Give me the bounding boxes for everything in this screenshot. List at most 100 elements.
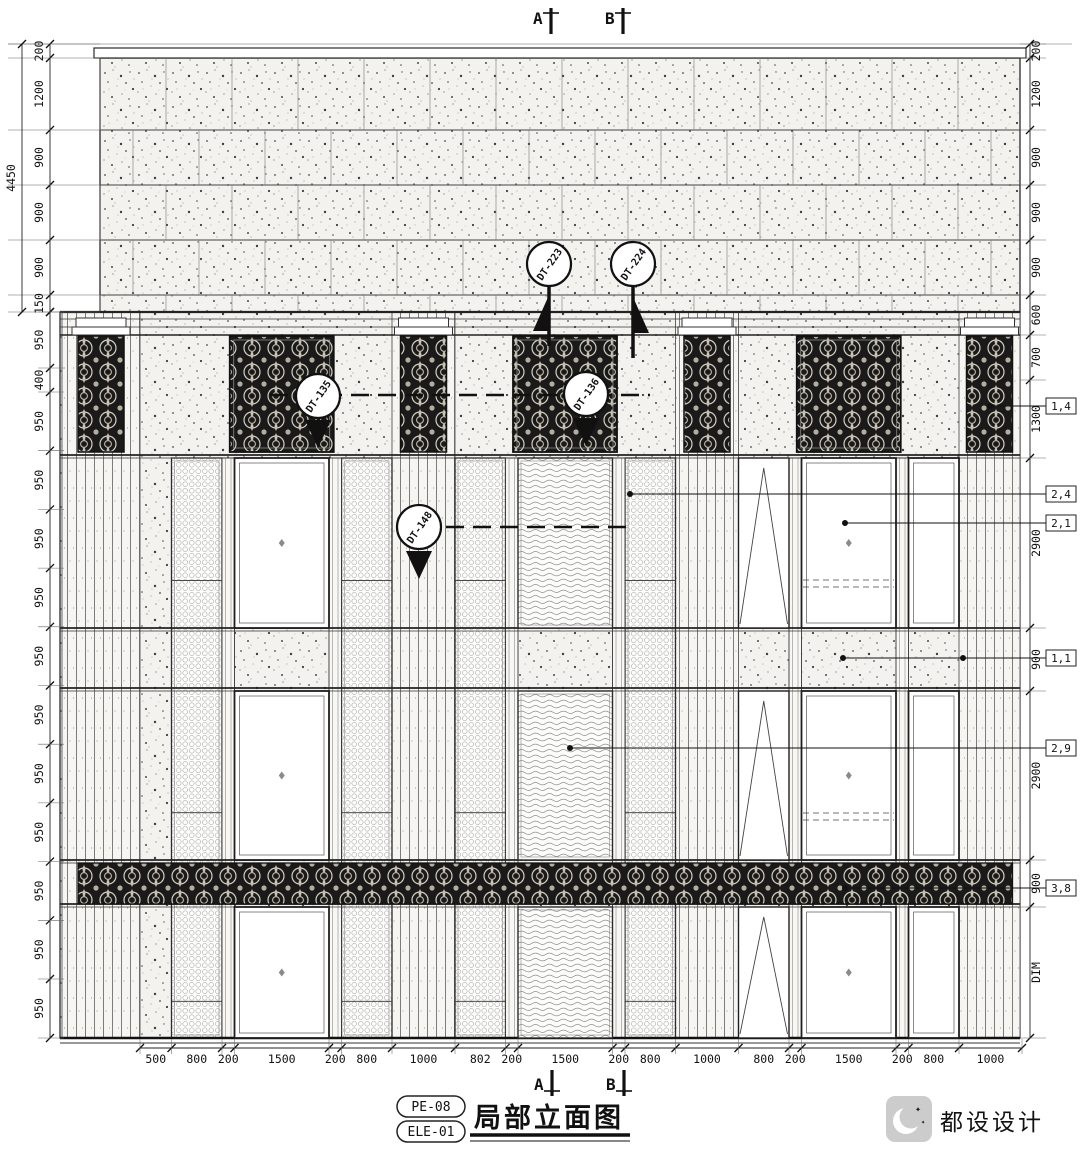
dim-label-left: 400: [32, 370, 46, 391]
dim-label-left: 950: [32, 704, 46, 725]
dim-label-bottom: 200: [325, 1052, 346, 1066]
detail-callout-dt135[interactable]: [294, 372, 342, 420]
leader-dot: [567, 745, 573, 751]
dim-label-right: 2900: [1029, 529, 1043, 557]
dim-label-left: 900: [32, 257, 46, 278]
detail-callout-dt223[interactable]: [525, 240, 573, 288]
keynote-tags: 1,4 2,4 2,1 1,1 2,9 3,8: [1045, 397, 1077, 897]
keynote-tag-label: 3,8: [1051, 882, 1071, 895]
detail-flag-arrow: [305, 420, 331, 448]
window-large-inner: [806, 695, 892, 856]
keynote-tag-box[interactable]: [1045, 485, 1077, 503]
drawing-code-top: PE-08: [411, 1100, 450, 1115]
fluted-panel-inner: [520, 460, 610, 626]
elevation-geometry: 200 1200 900 900 900 150 4450 950 400 950 950 950 95…: [4, 39, 1072, 1066]
keynote-tag[interactable]: 2,9: [1045, 739, 1077, 757]
dim-label-left: 950: [32, 411, 46, 432]
keynote-tag-box[interactable]: [1045, 397, 1077, 415]
dim-label-right: 2900: [1029, 762, 1043, 790]
window-narrow-inner: [913, 462, 955, 624]
dim-label-left: 900: [32, 202, 46, 223]
window-narrow: [907, 690, 960, 861]
glass-symbol: [278, 771, 285, 780]
dim-label-right: 900: [1029, 873, 1043, 894]
leader-dot: [960, 655, 966, 661]
capital-molding: [75, 317, 127, 328]
detail-callouts: DT-223 DT-224 DT-135 DT-136 DT-148: [270, 240, 657, 579]
hex-panel-inner: [174, 460, 220, 1036]
capital-molding: [71, 326, 131, 336]
dim-label-left: 950: [32, 998, 46, 1019]
leader-dot: [842, 520, 848, 526]
hex-panel-inner: [457, 460, 503, 1036]
dim-label-left: 950: [32, 330, 46, 351]
dim-label-right: 900: [1029, 649, 1043, 670]
leader-dot: [840, 655, 846, 661]
ornate-panel-narrow: [683, 335, 731, 453]
dim-label-left: 950: [32, 528, 46, 549]
casement-swing-line: [739, 700, 788, 857]
keynote-tag[interactable]: 2,1: [1045, 514, 1077, 532]
dim-label-bottom: 800: [640, 1052, 661, 1066]
capital-molding: [960, 326, 1019, 336]
keynote-tag-box[interactable]: [1045, 649, 1077, 667]
keynote-tag[interactable]: 3,8: [1045, 879, 1077, 897]
watermark: ✦ ✦ 都设设计: [886, 1096, 1041, 1142]
dim-label-right: 1200: [1029, 80, 1043, 108]
keynote-tag[interactable]: 2,4: [1045, 485, 1077, 503]
dim-label-bottom: 1000: [410, 1052, 438, 1066]
dim-label-left-total: 4450: [4, 164, 18, 192]
keynote-tag[interactable]: 1,4: [1045, 397, 1077, 415]
dim-label-left: 950: [32, 646, 46, 667]
detail-callout-dt136[interactable]: [562, 370, 610, 418]
hex-panel-strip: [340, 457, 393, 1039]
casement-window: [737, 457, 790, 629]
hex-panel-strip: [170, 457, 223, 1039]
keynote-tag-box[interactable]: [1045, 514, 1077, 532]
capital-molding: [681, 317, 733, 328]
glass-symbol: [845, 968, 852, 977]
capital-molding: [398, 317, 449, 328]
window-inner: [239, 911, 325, 1034]
dim-tick: [17, 39, 27, 49]
casement-swing-line: [739, 467, 788, 625]
fluted-panel: [517, 690, 614, 861]
section-marker-a-bottom: A: [534, 1075, 544, 1094]
dim-label-right: 700: [1029, 347, 1043, 368]
dim-label-bottom: 200: [785, 1052, 806, 1066]
hex-panel-strip: [454, 457, 507, 1039]
glass-symbol: [278, 968, 285, 977]
mullion-strip: [221, 457, 235, 1039]
dim-label-bottom: 200: [608, 1052, 629, 1066]
window-narrow: [907, 906, 960, 1039]
dim-label-bottom: 800: [356, 1052, 377, 1066]
drawing-title: 局部立面图: [474, 1102, 624, 1134]
dim-label-right: 900: [1029, 257, 1043, 278]
dim-tick: [17, 307, 27, 317]
dim-label-left: 150: [32, 293, 46, 314]
keynote-tag[interactable]: 1,1: [1045, 649, 1077, 667]
detail-callout-dt224[interactable]: [609, 240, 657, 288]
mullion-strip: [505, 457, 519, 1039]
dim-label-bottom: 1000: [977, 1052, 1005, 1066]
glass-symbol: [845, 539, 852, 547]
keynote-tag-box[interactable]: [1045, 879, 1077, 897]
detail-flag-arrow: [533, 295, 549, 331]
dim-label-bottom: 200: [218, 1052, 239, 1066]
dim-label-right: 200: [1029, 41, 1043, 62]
watermark-star-icon: ✦: [915, 1104, 921, 1115]
dim-label-bottom: 800: [753, 1052, 774, 1066]
leader-dot: [987, 403, 993, 409]
keynote-tag-box[interactable]: [1045, 739, 1077, 757]
detail-callout-dt148[interactable]: [395, 503, 443, 551]
casement-window: [737, 690, 790, 861]
keynote-tag-label: 2,1: [1051, 517, 1071, 530]
window-inner: [239, 462, 325, 624]
window-narrow-inner: [913, 911, 955, 1034]
window-inner: [239, 695, 325, 856]
window-large-inner: [806, 911, 892, 1034]
ornate-band: [77, 862, 1014, 905]
dim-label-bottom: 1500: [835, 1052, 863, 1066]
dim-label-left: 950: [32, 822, 46, 843]
ornate-panel-inner: [800, 339, 898, 449]
